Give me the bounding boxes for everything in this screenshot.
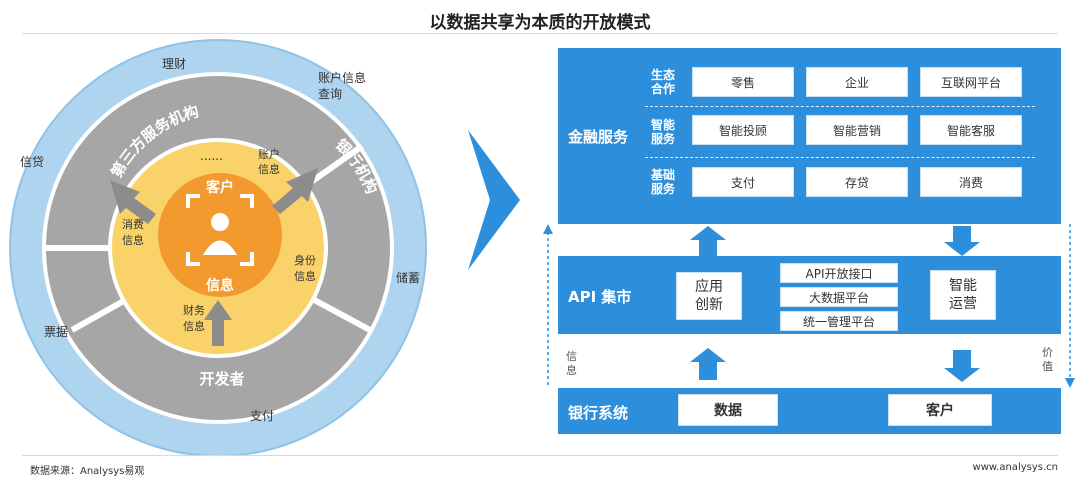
- outer-label-zhifu: 支付: [250, 409, 274, 423]
- site-url: www.analysys.cn: [972, 462, 1058, 473]
- source-note: 数据来源：Analysys易观: [30, 466, 145, 477]
- arrow-api-to-finance: [690, 226, 726, 256]
- page-title: 以数据共享为本质的开放模式: [429, 13, 651, 33]
- outer-label-account-line2: 查询: [318, 87, 342, 101]
- service-internet-platform: 互联网平台: [920, 67, 1022, 97]
- arrow-finance-to-api: [944, 226, 980, 256]
- smart-operation-line1: 智能: [949, 278, 977, 294]
- inner-label-ellipsis: ......: [200, 149, 223, 163]
- smart-operation-line2: 运营: [949, 296, 977, 312]
- customer-icon: [186, 194, 254, 266]
- value-flow-line: [1065, 224, 1075, 388]
- arrow-bank-to-api: [690, 348, 726, 380]
- app-innovation-line2: 创新: [695, 297, 723, 313]
- arrow-left: [110, 180, 156, 224]
- app-innovation-line1: 应用: [695, 279, 723, 295]
- outer-label-account-line1: 账户信息: [318, 70, 366, 85]
- ring-diagram: 理财 账户信息 查询 信贷 储蓄 票据 支付 第三方服务机构 银行机构 开发者 …: [9, 39, 427, 456]
- api-label: API 集市: [568, 288, 632, 306]
- title-divider: [22, 33, 1058, 34]
- unified-management-platform: 统一管理平台: [780, 311, 898, 331]
- smart-operation-box: 智能 运营: [930, 270, 996, 320]
- arrow-up: [204, 300, 232, 346]
- inner-label-finance: 财务: [183, 303, 205, 317]
- service-payment: 支付: [692, 167, 794, 197]
- service-retail: 零售: [692, 67, 794, 97]
- inner-label-consume-2: 信息: [122, 233, 144, 247]
- outer-label-xindai: 信贷: [20, 155, 44, 169]
- service-deposit-loan: 存贷: [806, 167, 908, 197]
- bank-data-box: 数据: [678, 394, 778, 426]
- middle-label-developer: 开发者: [199, 370, 244, 388]
- arrow-api-to-bank: [944, 350, 980, 382]
- api-open-interface: API开放接口: [780, 263, 898, 283]
- inner-label-finance-2: 信息: [183, 319, 205, 333]
- footer-divider: [22, 455, 1058, 456]
- inner-label-identity: 身份: [294, 253, 316, 267]
- outer-label-chuxu: 储蓄: [396, 270, 420, 285]
- service-consumption: 消费: [920, 167, 1022, 197]
- inner-label-account: 账户: [258, 147, 280, 161]
- bank-customer-box: 客户: [888, 394, 992, 426]
- finance-label: 金融服务: [568, 128, 629, 146]
- inner-label-consume: 消费: [122, 217, 144, 231]
- row-label-ecology: 生态合作: [650, 68, 675, 96]
- outer-label-piaoju: 票据: [44, 325, 68, 339]
- center-label-bottom: 信息: [206, 277, 234, 294]
- service-smart-marketing: 智能营销: [806, 115, 908, 145]
- finance-divider-2: [645, 157, 1035, 158]
- info-side-label: 信息: [566, 350, 577, 377]
- bank-label: 银行系统: [568, 404, 629, 422]
- service-smart-support: 智能客服: [920, 115, 1022, 145]
- transition-arrow: [468, 130, 520, 270]
- service-robo-advisor: 智能投顾: [692, 115, 794, 145]
- inner-label-identity-2: 信息: [294, 269, 316, 283]
- finance-divider-1: [645, 106, 1035, 107]
- row-label-basic: 基础服务: [650, 168, 675, 196]
- center-label-top: 客户: [205, 179, 234, 196]
- info-flow-line: [543, 224, 553, 387]
- arrow-right: [272, 168, 318, 214]
- app-innovation-box: 应用 创新: [676, 272, 742, 320]
- value-side-label: 价值: [1042, 346, 1053, 373]
- outer-label-licai: 理财: [162, 57, 186, 71]
- row-label-smart: 智能服务: [650, 118, 675, 146]
- big-data-platform: 大数据平台: [780, 287, 898, 307]
- inner-label-account-2: 信息: [258, 162, 280, 176]
- service-enterprise: 企业: [806, 67, 908, 97]
